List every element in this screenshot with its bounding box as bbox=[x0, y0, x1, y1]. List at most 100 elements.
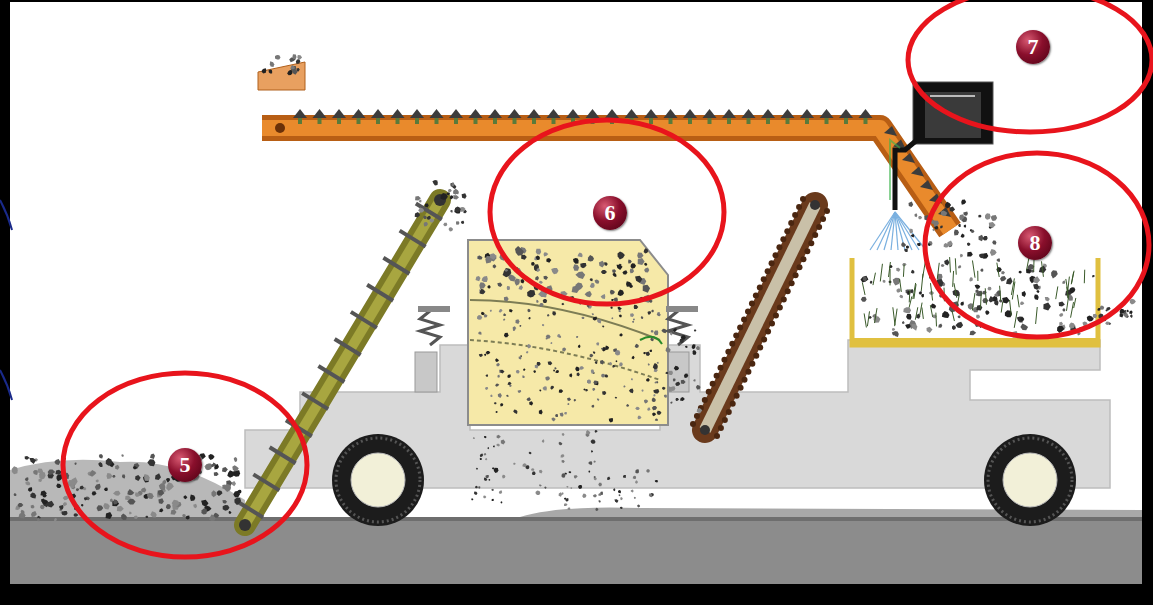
ballast-stone bbox=[546, 335, 551, 339]
belt-stone bbox=[508, 109, 522, 118]
ballast-stone bbox=[577, 372, 580, 376]
ballast-stone bbox=[117, 506, 124, 512]
ballast-stone bbox=[959, 214, 964, 220]
wash-splash bbox=[930, 305, 932, 317]
belt-stone bbox=[683, 109, 697, 118]
conveyor-tooth bbox=[702, 397, 708, 403]
ballast-stone bbox=[1120, 314, 1124, 318]
ballast-stone bbox=[631, 490, 634, 493]
ballast-stone bbox=[976, 305, 982, 311]
ballast-stone bbox=[582, 494, 586, 498]
ballast-stone bbox=[498, 375, 500, 378]
chain-tine bbox=[383, 258, 409, 274]
conveyor-tooth bbox=[769, 260, 775, 266]
ballast-stone bbox=[632, 321, 634, 323]
ballast-stone bbox=[633, 318, 635, 320]
ballast-stone bbox=[643, 352, 645, 354]
ballast-stone bbox=[539, 303, 543, 307]
ballast-stone bbox=[543, 299, 548, 303]
ballast-stone bbox=[450, 210, 453, 213]
ballast-stone bbox=[484, 436, 487, 438]
ballast-stone bbox=[1022, 291, 1026, 297]
ballast-stone bbox=[480, 454, 483, 458]
conveyor-tooth bbox=[776, 244, 782, 250]
ballast-stone bbox=[559, 336, 561, 338]
ballast-pile bbox=[10, 460, 245, 517]
wash-splash bbox=[1000, 286, 1001, 301]
ballast-stone bbox=[569, 373, 572, 377]
ballast-stone bbox=[544, 487, 546, 489]
ballast-stone bbox=[544, 252, 549, 256]
ballast-stone bbox=[527, 309, 530, 313]
conveyor-tooth bbox=[796, 204, 802, 210]
ballast-stone bbox=[166, 504, 171, 509]
ballast-stone bbox=[967, 242, 971, 246]
ballast-stone bbox=[509, 385, 511, 388]
ballast-stone bbox=[544, 295, 547, 298]
ballast-stone bbox=[904, 249, 908, 252]
ballast-stone bbox=[461, 221, 464, 224]
ballast-stone bbox=[594, 461, 596, 463]
ballast-stone bbox=[648, 363, 650, 365]
conveyor-tooth bbox=[714, 433, 720, 439]
ballast-stone bbox=[1130, 314, 1133, 318]
ballast-stone bbox=[37, 518, 40, 521]
ballast-stone bbox=[631, 378, 633, 380]
ballast-stone bbox=[526, 465, 530, 469]
ballast-stone bbox=[617, 265, 623, 270]
ballast-stone bbox=[106, 458, 113, 466]
ballast-stone bbox=[588, 255, 594, 262]
ballast-stone bbox=[680, 397, 685, 401]
ballast-stone bbox=[958, 224, 961, 227]
ballast-stone bbox=[155, 473, 161, 480]
ballast-stone bbox=[630, 269, 634, 274]
ballast-stone bbox=[662, 387, 666, 390]
ballast-stone bbox=[612, 365, 615, 368]
ballast-stone bbox=[418, 208, 424, 213]
chain-tine bbox=[351, 312, 377, 328]
ballast-stone bbox=[570, 487, 572, 489]
conveyor-tooth bbox=[761, 276, 767, 282]
wash-splash bbox=[1010, 300, 1012, 316]
conveyor-tooth bbox=[737, 325, 743, 331]
ballast-stone bbox=[527, 290, 535, 297]
ballast-stone bbox=[564, 412, 567, 415]
ballast-stone bbox=[555, 414, 558, 417]
ballast-stone bbox=[486, 351, 491, 355]
wash-splash bbox=[920, 303, 922, 316]
belt-stone bbox=[938, 207, 951, 217]
belt-cleat bbox=[415, 118, 419, 124]
ballast-stone bbox=[292, 69, 298, 75]
callout-ring-ellipse bbox=[908, 0, 1152, 132]
ballast-stone bbox=[560, 412, 564, 416]
ballast-stone bbox=[618, 307, 622, 310]
conveyor-tooth bbox=[690, 421, 696, 427]
belt-cleat bbox=[357, 118, 361, 124]
ballast-stone bbox=[488, 447, 490, 449]
conveyor-tooth bbox=[753, 353, 759, 359]
conveyor-tooth bbox=[753, 292, 759, 298]
wash-splash bbox=[972, 260, 975, 277]
ballast-stone bbox=[98, 462, 102, 467]
ballast-stone bbox=[234, 457, 237, 461]
ballast-stone bbox=[906, 314, 911, 320]
ballast-stone bbox=[59, 505, 63, 509]
ballast-stone bbox=[1062, 280, 1065, 284]
ballast-stone bbox=[654, 330, 659, 335]
ballast-stone bbox=[578, 345, 581, 349]
ballast-stone bbox=[938, 324, 942, 328]
belt-stone bbox=[605, 109, 619, 118]
ballast-stone bbox=[62, 511, 68, 515]
ballast-stone bbox=[490, 395, 492, 398]
belt-cleat bbox=[532, 118, 536, 124]
ballast-stone bbox=[516, 319, 520, 324]
ballast-stone bbox=[613, 488, 615, 491]
ballast-stone bbox=[211, 490, 217, 497]
wash-splash bbox=[867, 311, 869, 326]
ballast-stone bbox=[664, 395, 667, 399]
ballast-stone bbox=[535, 276, 539, 281]
belt-cleat bbox=[454, 118, 458, 124]
ballast-stone bbox=[217, 490, 223, 496]
ballast-stone bbox=[543, 386, 547, 390]
ballast-stone bbox=[521, 255, 527, 260]
